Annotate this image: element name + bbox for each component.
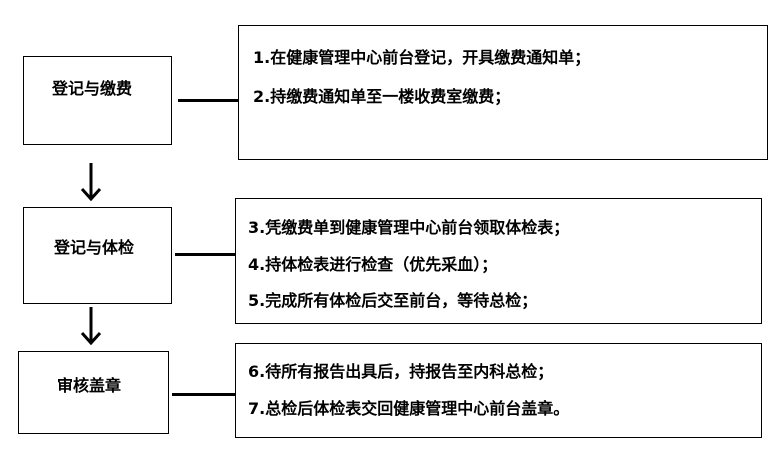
detail-line: 3.凭缴费单到健康管理中心前台领取体检表； xyxy=(248,218,570,237)
down-arrow-icon xyxy=(80,307,102,346)
detail-line: 6.待所有报告出具后，持报告至内科总检； xyxy=(248,362,554,381)
detail-line: 2.持缴费通知单至一楼收费室缴费； xyxy=(253,87,511,106)
step-box-registration-exam: 登记与体检 xyxy=(23,207,172,304)
connector-line xyxy=(178,99,238,102)
detail-box-registration-payment: 1.在健康管理中心前台登记，开具缴费通知单； 2.持缴费通知单至一楼收费室缴费； xyxy=(238,25,768,160)
detail-line: 5.完成所有体检后交至前台，等待总检； xyxy=(248,291,538,310)
step-box-review-stamp: 审核盖章 xyxy=(18,351,169,434)
detail-box-review-stamp: 6.待所有报告出具后，持报告至内科总检； 7.总检后体检表交回健康管理中心前台盖… xyxy=(235,343,762,438)
down-arrow-icon xyxy=(80,163,102,202)
step-label-registration-exam: 登记与体检 xyxy=(54,238,135,257)
detail-line: 4.持体检表进行检查（优先采血）； xyxy=(248,255,498,274)
detail-box-registration-exam: 3.凭缴费单到健康管理中心前台领取体检表； 4.持体检表进行检查（优先采血）； … xyxy=(235,198,762,324)
connector-line xyxy=(175,253,235,256)
detail-line: 1.在健康管理中心前台登记，开具缴费通知单； xyxy=(253,48,591,67)
step-label-review-stamp: 审核盖章 xyxy=(57,376,122,395)
step-label-registration-payment: 登记与缴费 xyxy=(52,79,133,98)
step-box-registration-payment: 登记与缴费 xyxy=(23,56,172,145)
connector-line xyxy=(172,393,235,396)
detail-line: 7.总检后体检表交回健康管理中心前台盖章。 xyxy=(248,399,570,418)
